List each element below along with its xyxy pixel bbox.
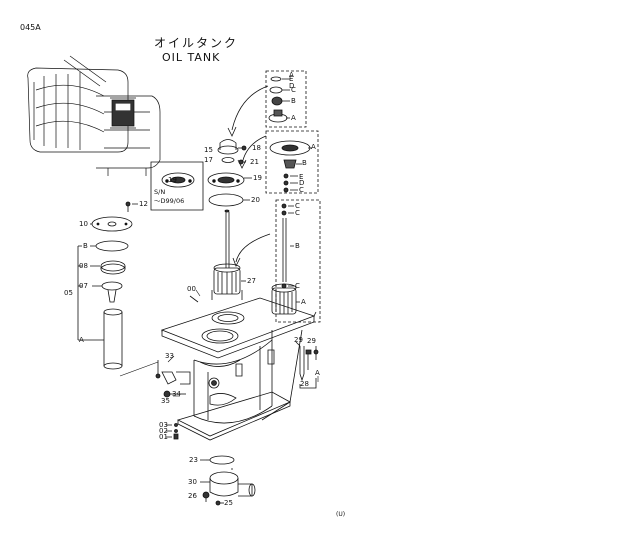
label-C: C xyxy=(295,282,300,290)
label-A: A xyxy=(291,114,296,122)
detail-box-filter-cap xyxy=(266,71,306,127)
leader-arrows xyxy=(228,86,270,266)
inset-box-cover-19 xyxy=(151,162,203,210)
label-E: E xyxy=(299,173,304,181)
label-A: A xyxy=(315,369,320,377)
part-number-29: 29 xyxy=(307,337,316,345)
part-number-18: 18 xyxy=(252,144,261,152)
label-B: B xyxy=(83,242,88,250)
part-number-34: 34 xyxy=(172,390,181,398)
part-number-28: 28 xyxy=(300,380,309,388)
inset-serial-label: S/N xyxy=(154,188,166,196)
part-number-01: 01 xyxy=(159,433,168,441)
part-number-25: 25 xyxy=(224,499,233,507)
part-number-05: 05 xyxy=(64,289,73,297)
rods-29-28 xyxy=(296,342,318,388)
cover-19-and-gasket-20 xyxy=(208,173,252,206)
excavator-outline-illustration xyxy=(28,56,160,176)
part-number-19: 19 xyxy=(253,174,262,182)
part-number-21: 21 xyxy=(250,158,259,166)
part-number-19-inset: 19 xyxy=(168,176,177,184)
footer-mark: (U) xyxy=(336,511,346,518)
title-japanese: オイルタンク xyxy=(154,36,239,50)
small-fittings-left xyxy=(156,360,190,439)
label-A: A xyxy=(289,71,294,79)
label-C: C xyxy=(299,186,304,194)
label-A: A xyxy=(311,143,316,151)
part-number-17: 17 xyxy=(204,156,213,164)
label-C: C xyxy=(295,202,300,210)
part-number-12: 12 xyxy=(139,200,148,208)
part-number-02: 02 xyxy=(159,427,168,435)
part-number-10: 10 xyxy=(79,220,88,228)
part-number-26: 26 xyxy=(188,492,197,500)
oil-tank-body xyxy=(162,290,316,440)
label-C: C xyxy=(295,209,300,217)
part-number-07: 07 xyxy=(79,282,88,290)
inset-serial-range: ～D99/06 xyxy=(154,197,185,205)
part-number-23: 23 xyxy=(189,456,198,464)
detail-box-strainer xyxy=(272,200,320,322)
label-E: E xyxy=(289,75,294,83)
detail-box-cover xyxy=(266,131,318,193)
leader-lines xyxy=(120,290,318,396)
left-column-parts xyxy=(78,202,138,369)
label-D: D xyxy=(299,179,305,187)
filter-cap-assembly xyxy=(218,140,246,165)
label-D: D xyxy=(289,82,295,90)
part-number-20: 20 xyxy=(251,196,260,204)
part-number-29: 29 xyxy=(294,336,303,344)
label-B: B xyxy=(295,242,300,250)
part-number-35: 35 xyxy=(161,397,170,405)
page-code: 045A xyxy=(20,23,41,32)
part-number-03: 03 xyxy=(159,421,168,429)
bottom-parts xyxy=(200,456,255,505)
label-A: A xyxy=(79,336,84,344)
part-number-15: 15 xyxy=(204,146,213,154)
strainer-rod-and-filter-27 xyxy=(214,210,246,294)
part-number-30: 30 xyxy=(188,478,197,486)
part-number-08: 08 xyxy=(79,262,88,270)
label-C: C xyxy=(291,86,296,94)
part-number-27: 27 xyxy=(247,277,256,285)
label-B: B xyxy=(302,159,307,167)
label-A: A xyxy=(301,298,306,306)
part-number-33: 33 xyxy=(165,352,174,360)
label-B: B xyxy=(291,97,296,105)
part-number-00: 00 xyxy=(187,285,196,293)
title-english: OIL TANK xyxy=(162,51,221,64)
